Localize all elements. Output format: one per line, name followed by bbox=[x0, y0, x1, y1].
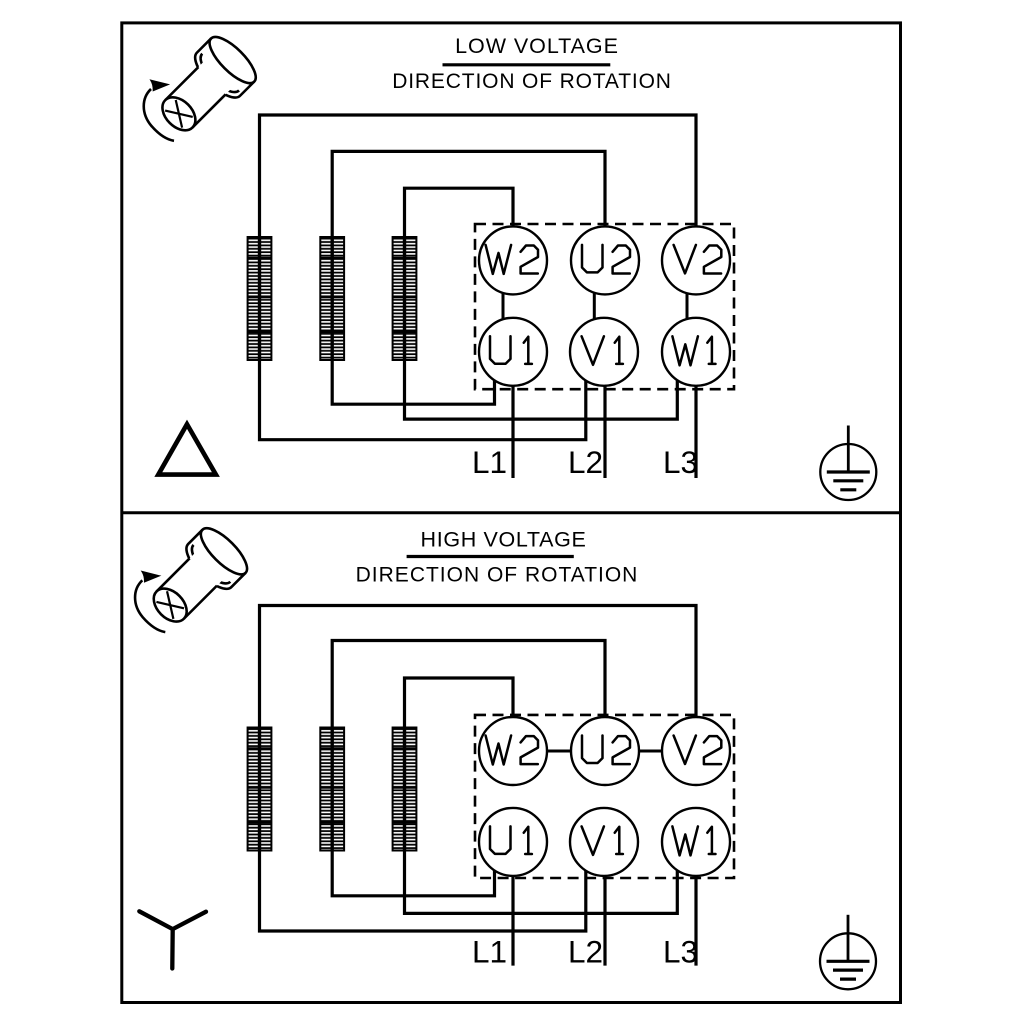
svg-text:L3: L3 bbox=[663, 444, 698, 480]
svg-text:HIGH VOLTAGE: HIGH VOLTAGE bbox=[421, 527, 587, 551]
svg-text:LOW VOLTAGE: LOW VOLTAGE bbox=[455, 34, 619, 58]
svg-text:DIRECTION OF ROTATION: DIRECTION OF ROTATION bbox=[356, 564, 639, 587]
svg-text:L3: L3 bbox=[663, 934, 698, 970]
svg-text:L2: L2 bbox=[568, 934, 603, 970]
svg-text:L2: L2 bbox=[568, 444, 603, 480]
svg-text:L1: L1 bbox=[472, 444, 507, 480]
svg-text:L1: L1 bbox=[472, 934, 507, 970]
svg-text:DIRECTION OF ROTATION: DIRECTION OF ROTATION bbox=[392, 70, 672, 93]
